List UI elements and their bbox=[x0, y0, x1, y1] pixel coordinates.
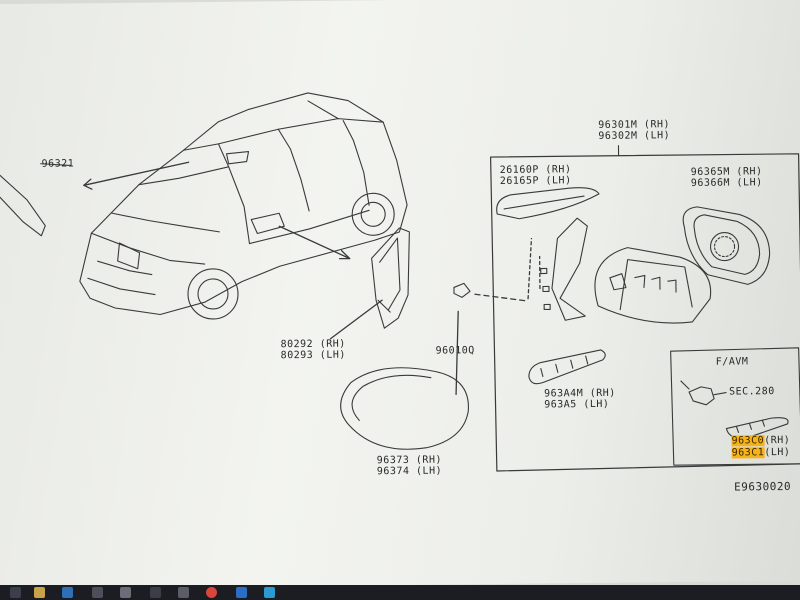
mirror-cover-drawing bbox=[340, 367, 469, 450]
part-label-96373: 96373 (RH) bbox=[376, 454, 443, 467]
part-label-963a4m: 963A4M (RH) bbox=[544, 387, 616, 400]
nut-drawing bbox=[453, 282, 471, 298]
parts-box bbox=[489, 145, 800, 472]
part-label-96374: 96374 (LH) bbox=[376, 465, 443, 478]
part-label-96302m: 96302M (LH) bbox=[598, 130, 671, 142]
part-label-963c0: 963C0(RH) bbox=[731, 434, 791, 447]
highlight-963c0: 963C0 bbox=[731, 435, 765, 447]
avm-camera-drawing bbox=[680, 380, 789, 439]
part-label-963c0-side: (RH) bbox=[764, 434, 791, 447]
part-label-96010q: 96010Q bbox=[435, 345, 475, 357]
door-trim-drawing bbox=[371, 227, 410, 329]
taskbar-app-icon[interactable] bbox=[236, 587, 247, 598]
inner-mirror-drawing bbox=[0, 163, 72, 237]
taskbar-app-icon[interactable] bbox=[178, 587, 189, 598]
start-icon[interactable] bbox=[10, 587, 21, 598]
folder-icon[interactable] bbox=[34, 587, 45, 598]
part-label-963c1-side: (LH) bbox=[764, 446, 791, 459]
taskbar-app-icon[interactable] bbox=[120, 587, 131, 598]
mirror-glass-drawing bbox=[682, 206, 771, 285]
taskbar-app-icon[interactable] bbox=[150, 587, 161, 598]
avm-header: F/AVM bbox=[715, 356, 749, 368]
taskbar-app-icon[interactable] bbox=[92, 587, 103, 598]
part-label-963a5: 963A5 (LH) bbox=[544, 398, 610, 411]
highlight-963c1: 963C1 bbox=[731, 447, 765, 459]
harness-bracket-drawing bbox=[528, 349, 606, 385]
part-label-26160p: 26160P (RH) bbox=[499, 164, 572, 176]
browser-icon[interactable] bbox=[206, 587, 217, 598]
avm-sec-ref: SEC.280 bbox=[729, 386, 775, 398]
part-label-80293: 80293 (LH) bbox=[280, 349, 346, 362]
part-label-963c1: 963C1(LH) bbox=[731, 446, 791, 459]
turn-lamp-drawing bbox=[496, 187, 600, 220]
part-label-96321: 96321 bbox=[41, 158, 75, 170]
taskbar-app-icon[interactable] bbox=[62, 587, 73, 598]
part-label-96366m: 96366M (LH) bbox=[690, 177, 763, 189]
car-drawing bbox=[79, 92, 408, 320]
diagram-code: E9630020 bbox=[733, 479, 792, 494]
leader-lines bbox=[83, 161, 541, 396]
part-label-26165p: 26165P (LH) bbox=[499, 175, 572, 187]
mirror-body-drawing bbox=[540, 217, 712, 324]
part-label-80292: 80292 (RH) bbox=[280, 338, 346, 351]
part-label-96301m: 96301M (RH) bbox=[598, 119, 671, 131]
taskbar-app-icon[interactable] bbox=[264, 587, 275, 598]
part-label-96365m: 96365M (RH) bbox=[690, 166, 763, 178]
taskbar bbox=[0, 585, 800, 600]
